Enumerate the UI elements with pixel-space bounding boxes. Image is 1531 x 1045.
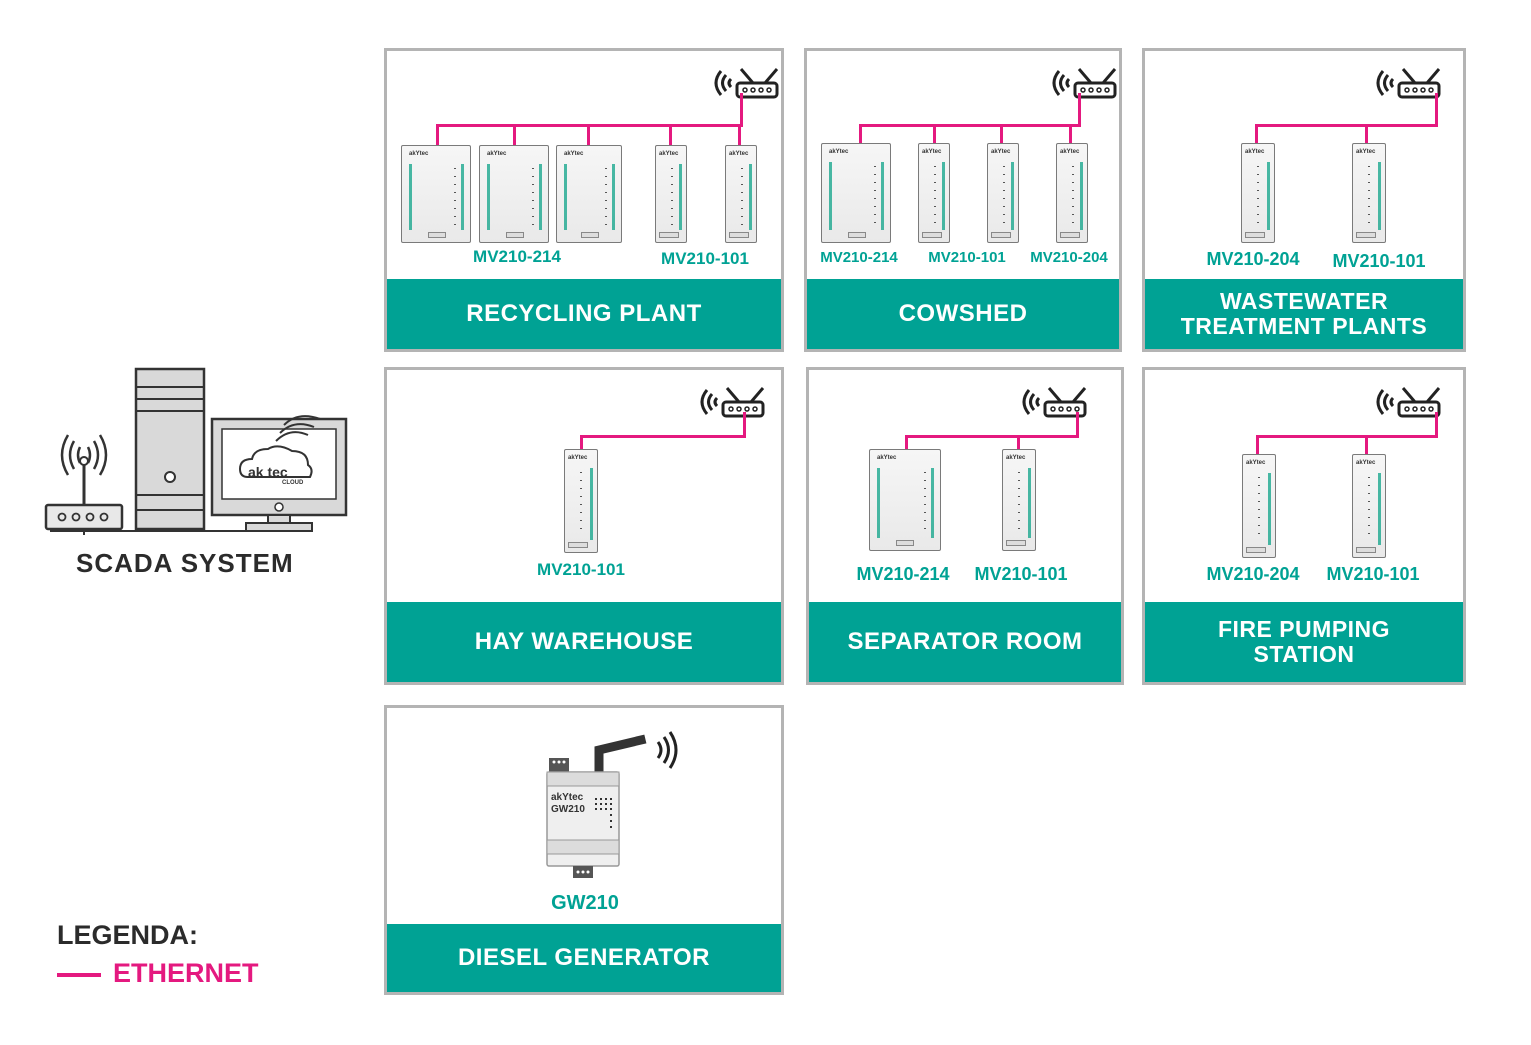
io-module-icon: akYtec — [1241, 143, 1275, 243]
legend-ethernet-label: ETHERNET — [113, 958, 259, 988]
panel-title: RECYCLING PLANT — [387, 279, 781, 349]
model-label: MV210-101 — [1326, 564, 1420, 584]
cloud-sub: CLOUD — [282, 480, 304, 486]
panel-cowshed: akYtec akYtec akYtec akYtec MV210-214 MV… — [804, 48, 1122, 352]
computer-tower-icon — [134, 367, 206, 531]
router-icon — [1369, 63, 1441, 103]
panel-separator-room: akYtec akYtec MV210-214 MV210-101 SEPARA… — [806, 367, 1124, 685]
io-module-icon: akYtec — [821, 143, 891, 243]
model-label: MV210-204 — [1206, 564, 1300, 584]
io-module-icon: akYtec — [1002, 449, 1036, 551]
model-label: MV210-101 — [1332, 251, 1426, 271]
io-module-icon: akYtec — [918, 143, 950, 243]
io-module-icon: akYtec — [401, 145, 471, 243]
panel-wastewater-treatment: akYtec akYtec MV210-204 MV210-101 WASTEW… — [1142, 48, 1466, 352]
router-icon — [1369, 382, 1441, 422]
model-label: MV210-214 — [820, 249, 898, 266]
router-icon — [693, 382, 765, 422]
router-icon — [1045, 63, 1117, 103]
panel-recycling-plant: akYtec akYtec akYtec akYtec akYtec MV210… — [384, 48, 784, 352]
model-label: MV210-214 — [856, 564, 950, 584]
io-module-icon: akYtec — [479, 145, 549, 243]
io-module-icon: akYtec — [725, 145, 757, 243]
io-module-icon: akYtec — [556, 145, 622, 243]
panel-diesel-generator: akYtec GW210 GW210 DIESEL GENERATOR — [384, 705, 784, 995]
cloud-icon — [238, 415, 321, 478]
gateway-icon — [546, 731, 678, 878]
model-label: MV210-101 — [661, 249, 749, 268]
scada-illustration — [44, 367, 348, 535]
gateway-model-text: GW210 — [551, 804, 585, 815]
io-module-icon: akYtec — [987, 143, 1019, 243]
panel-title: COWSHED — [807, 279, 1119, 349]
model-label: MV210-204 — [1030, 249, 1108, 266]
panel-fire-pumping-station: akYtec akYtec MV210-204 MV210-101 FIRE P… — [1142, 367, 1466, 685]
router-icon — [44, 434, 124, 531]
ethernet-line-swatch — [57, 973, 101, 977]
legend-title: LEGENDA: — [57, 920, 198, 950]
io-module-icon: akYtec — [1352, 454, 1386, 558]
io-module-icon: akYtec — [869, 449, 941, 551]
io-module-icon: akYtec — [1056, 143, 1088, 243]
io-module-icon: akYtec — [564, 449, 598, 553]
model-label: MV210-101 — [928, 249, 1006, 266]
scada-label: SCADA SYSTEM — [76, 548, 294, 578]
panel-title: DIESEL GENERATOR — [387, 924, 781, 992]
model-label: MV210-214 — [473, 247, 561, 266]
model-label: MV210-101 — [974, 564, 1068, 584]
model-label: GW210 — [551, 892, 619, 914]
model-label: MV210-204 — [1206, 249, 1300, 269]
cloud-brand: ak tec — [248, 464, 288, 480]
panel-hay-warehouse: akYtec MV210-101 HAY WAREHOUSE — [384, 367, 784, 685]
io-module-icon: akYtec — [655, 145, 687, 243]
gateway-brand: akYtec — [551, 792, 584, 803]
io-module-icon: akYtec — [1242, 454, 1276, 558]
panel-title: HAY WAREHOUSE — [387, 602, 781, 682]
router-icon — [707, 63, 779, 103]
panel-title: SEPARATOR ROOM — [809, 602, 1121, 682]
model-label: MV210-101 — [537, 560, 625, 579]
io-module-icon: akYtec — [1352, 143, 1386, 243]
monitor-icon — [210, 417, 348, 532]
